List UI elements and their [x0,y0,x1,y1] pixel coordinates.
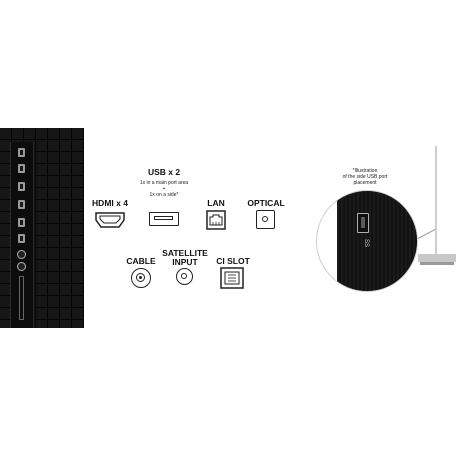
ci-slot-icon [220,267,244,289]
side-note-line3: placement [353,180,377,186]
strip-port-4 [18,200,25,209]
port-strip [10,142,34,328]
hdmi-label: HDMI x 4 [92,198,128,208]
usb-ss-logo: SS [363,239,369,248]
cable-label: CABLE [126,256,156,266]
strip-round-port-2 [17,262,26,271]
satellite-label-line1: SATELLITE [162,248,208,258]
tv-stand-pole [435,146,437,254]
optical-port-dot [262,216,268,222]
optical-label: OPTICAL [247,198,285,208]
coaxial-ring [136,273,145,282]
strip-round-port-1 [17,250,26,259]
side-port-note: *Illustration of the side USB port place… [330,168,400,186]
side-note-line2: of the side USB port [342,174,388,180]
usb-note-side: 1x on a side* [149,192,179,198]
usb-note-plus: + [162,186,166,192]
tv-rear-panel [0,128,84,328]
tv-stand-base [418,254,456,262]
side-note-line1: *Illustration [352,168,378,174]
satellite-pin [181,273,187,279]
tv-stand-foot [420,262,454,265]
ci-slot-label: CI SLOT [216,256,250,266]
usb-note-main: 1x in a main port area [139,180,189,186]
strip-ci-slot [19,276,24,320]
strip-port-1 [18,148,25,157]
strip-port-5 [18,218,25,227]
strip-port-6 [18,234,25,243]
optical-port-icon [256,210,275,229]
satellite-label-line2: INPUT [172,257,198,267]
hdmi-port-icon [95,212,125,229]
usb-port-icon [149,212,179,226]
side-usb-port-icon [357,213,369,233]
satellite-port-icon [176,268,193,285]
zoom-leader-line [417,228,436,239]
usb-port-inner [154,216,173,220]
coaxial-port-icon [131,268,151,288]
coaxial-pin [139,276,142,279]
usb-label: USB x 2 [147,167,181,177]
side-usb-zoom: SS [316,190,418,292]
lan-label: LAN [207,198,225,208]
tv-side-edge [337,191,417,291]
strip-port-3 [18,182,25,191]
strip-port-2 [18,164,25,173]
lan-port-icon [206,210,226,230]
